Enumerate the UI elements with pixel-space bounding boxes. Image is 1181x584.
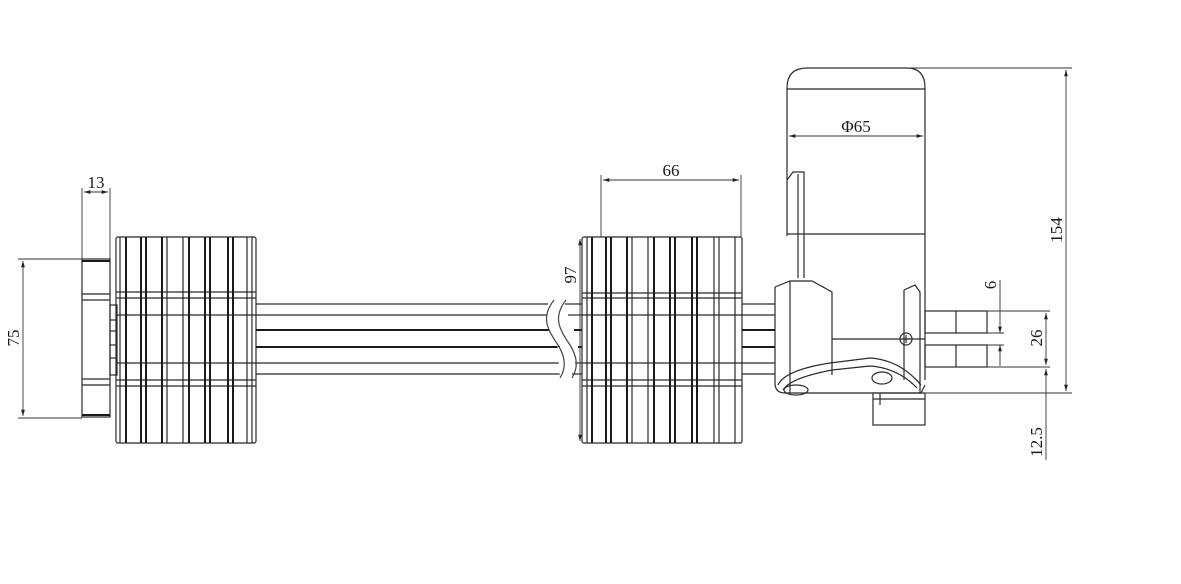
shaft-break-symbol <box>545 299 565 379</box>
dim-label-75: 75 <box>4 330 23 347</box>
dim-label-26: 26 <box>1027 330 1046 347</box>
dim-label-65: Φ65 <box>841 117 870 136</box>
rear-mount <box>81 258 118 418</box>
dim-label-12-5: 12.5 <box>1027 427 1046 457</box>
shaft-tube <box>256 299 582 379</box>
dim-rear-mount-width: 13 <box>81 173 111 259</box>
front-heatsink <box>581 236 775 444</box>
dim-heatsink-height: 97 <box>561 239 582 441</box>
dim-label-97: 97 <box>561 266 580 284</box>
output-pins <box>924 310 988 368</box>
dim-label-6: 6 <box>981 281 1000 290</box>
rear-heatsink <box>115 236 257 444</box>
dim-bottom-offset: 12.5 <box>1027 369 1048 460</box>
dim-front-heatsink-width: 66 <box>600 161 742 237</box>
motor-housing <box>774 67 926 426</box>
dim-bracket-span: 26 <box>987 310 1050 368</box>
dim-pin-gap: 6 <box>981 280 1004 366</box>
dim-label-13: 13 <box>88 173 105 192</box>
dim-rear-mount-height: 75 <box>4 258 82 419</box>
dim-label-154: 154 <box>1047 217 1066 243</box>
dim-motor-diameter: Φ65 <box>789 117 923 138</box>
dim-label-66: 66 <box>663 161 680 180</box>
dim-overall-height: 154 <box>907 67 1072 394</box>
